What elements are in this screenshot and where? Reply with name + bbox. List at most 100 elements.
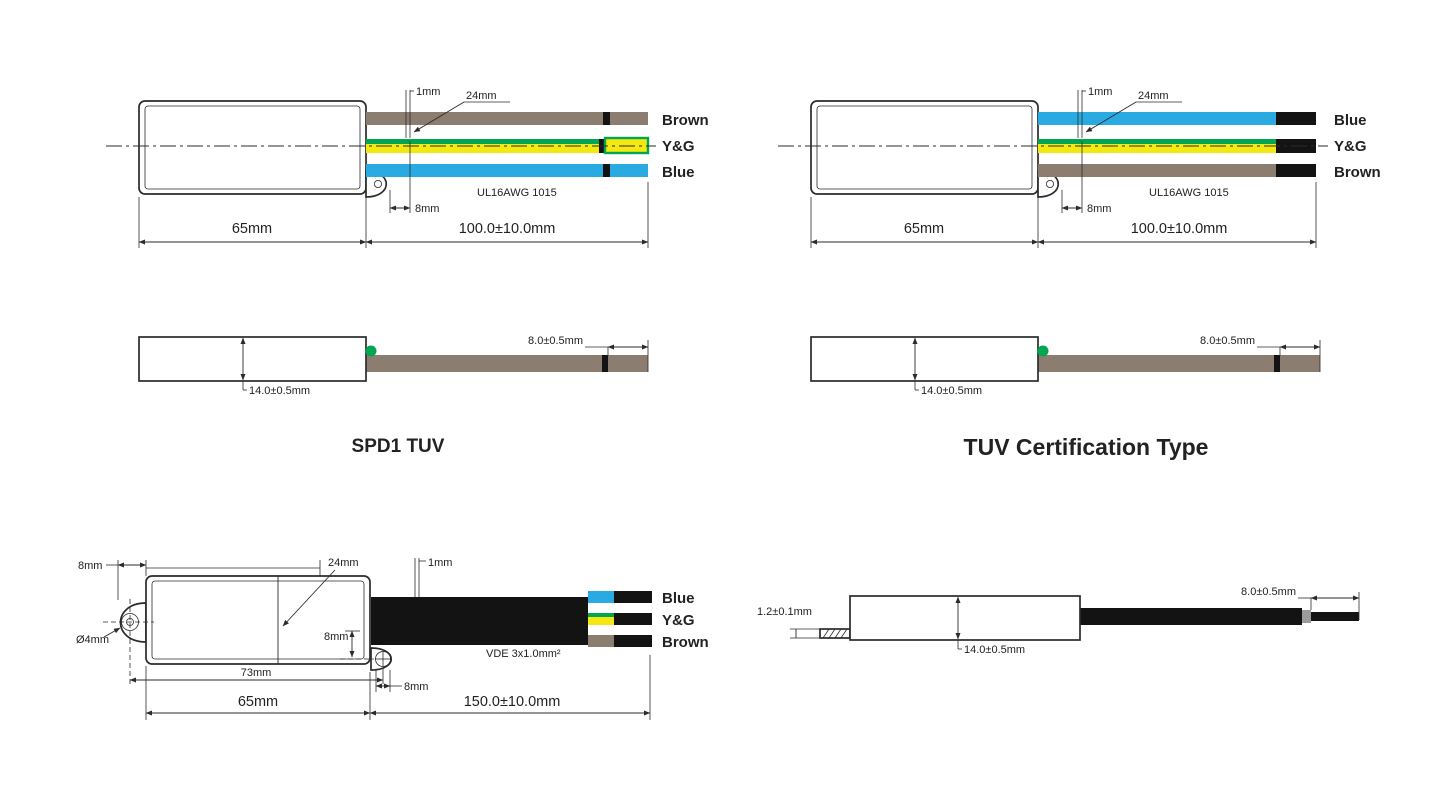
enclosure-body bbox=[810, 100, 1039, 195]
dimensions: 8mm 24mm 1mm Ø4mm 8mm 8mm 73mm bbox=[76, 557, 651, 720]
left-side-view: 14.0±0.5mm 8.0±0.5mm bbox=[138, 335, 649, 397]
indicator-dot bbox=[1037, 345, 1049, 357]
dim-wire-length: 100.0±10.0mm bbox=[459, 221, 556, 237]
wire-spec: UL16AWG 1015 bbox=[477, 187, 557, 199]
wire-brown bbox=[1038, 164, 1276, 177]
enclosure-body bbox=[138, 100, 367, 195]
title-right: TUV Certification Type bbox=[964, 434, 1209, 460]
enclosure-side bbox=[849, 595, 1081, 641]
wire-yg-stripe bbox=[1038, 139, 1276, 144]
wire-label-bottom: Brown bbox=[1334, 164, 1381, 181]
hatch-line bbox=[828, 628, 836, 639]
dim-8mm: 8mm bbox=[415, 203, 439, 215]
enclosure-side bbox=[810, 336, 1039, 382]
dim-24mm: 24mm bbox=[328, 557, 359, 569]
wire-band bbox=[1274, 355, 1280, 372]
dim-height: 14.0±0.5mm bbox=[921, 385, 982, 397]
dim-cable-length: 150.0±10.0mm bbox=[464, 694, 561, 710]
cable-spec: VDE 3x1.0mm² bbox=[486, 648, 561, 660]
wires bbox=[588, 591, 652, 647]
wire-label-bottom: Brown bbox=[662, 634, 709, 651]
mounting-hole bbox=[1046, 179, 1055, 188]
leader-arrow bbox=[413, 101, 465, 133]
wire-blue-band bbox=[603, 164, 610, 177]
wire-label-top: Blue bbox=[662, 590, 695, 607]
wire-label-bottom: Blue bbox=[662, 164, 695, 181]
wire-label-top: Brown bbox=[662, 112, 709, 129]
dimensions: 1mm 24mm 8mm UL16AWG 1015 65mm 100.0±10.… bbox=[138, 86, 649, 248]
wire-band bbox=[602, 355, 608, 372]
cable-jacket bbox=[371, 597, 588, 645]
wire-blue bbox=[1038, 112, 1276, 125]
right-side-view: 14.0±0.5mm 8.0±0.5mm bbox=[810, 335, 1321, 397]
dim-1mm: 1mm bbox=[1088, 86, 1112, 98]
wire-brown-tip bbox=[1276, 164, 1316, 177]
leader-arrow bbox=[1085, 101, 1137, 133]
dim-hole: Ø4mm bbox=[76, 634, 109, 646]
dim-8mm: 8mm bbox=[1087, 203, 1111, 215]
dim-height: 14.0±0.5mm bbox=[964, 644, 1025, 656]
cable-side bbox=[1080, 608, 1302, 625]
dim-thickness: 1.2±0.1mm bbox=[757, 606, 812, 618]
dim-24mm: 24mm bbox=[466, 90, 497, 102]
hatch-line bbox=[840, 628, 848, 639]
wire-yg-stripe bbox=[366, 139, 599, 144]
hatch-line bbox=[834, 628, 842, 639]
wire-labels: Blue Y&G Brown bbox=[1334, 112, 1381, 181]
dim-body-length: 65mm bbox=[232, 221, 272, 237]
mounting-hole bbox=[373, 179, 382, 188]
dim-holes-span: 73mm bbox=[241, 667, 272, 679]
dim-24mm: 24mm bbox=[1138, 90, 1169, 102]
wire-blue-tip bbox=[614, 591, 652, 603]
wire-yg-tip-outline bbox=[603, 136, 650, 155]
title-left: SPD1 TUV bbox=[352, 436, 445, 457]
leader-arrow bbox=[282, 569, 336, 627]
dim-seam-8mm: 8mm bbox=[324, 631, 348, 643]
top-right-front-view: 1mm 24mm 8mm UL16AWG 1015 65mm 100.0±10.… bbox=[778, 86, 1381, 248]
wire-side bbox=[366, 355, 648, 372]
dim-tip: 8.0±0.5mm bbox=[1200, 335, 1255, 347]
wire-yg-stripe bbox=[588, 613, 614, 617]
dim-tip: 8.0±0.5mm bbox=[1241, 586, 1296, 598]
wire-blue-tip bbox=[1276, 112, 1316, 125]
wire-brown-tip bbox=[614, 635, 652, 647]
wire-tip-thin bbox=[1311, 612, 1359, 621]
dim-ear: 8mm bbox=[78, 560, 102, 572]
dim-1mm: 1mm bbox=[428, 557, 452, 569]
enclosure-side bbox=[138, 336, 367, 382]
wire-brown-stub bbox=[588, 635, 614, 647]
dim-1mm: 1mm bbox=[416, 86, 440, 98]
wire-blue bbox=[366, 164, 648, 177]
wire-brown-band bbox=[603, 112, 610, 125]
wire-yg-tip bbox=[614, 613, 652, 625]
enclosure-body bbox=[145, 575, 371, 665]
dim-tip: 8.0±0.5mm bbox=[528, 335, 583, 347]
indicator-dot bbox=[365, 345, 377, 357]
wire-side bbox=[1038, 355, 1320, 372]
wire-label-mid: Y&G bbox=[662, 138, 695, 155]
dim-tab-8mm: 8mm bbox=[404, 681, 428, 693]
enclosure-inner-line bbox=[816, 105, 1033, 190]
mounting-ear-side bbox=[819, 628, 851, 639]
dim-wire-length: 100.0±10.0mm bbox=[1131, 221, 1228, 237]
enclosure-inner-line bbox=[144, 105, 361, 190]
wire-label-mid: Y&G bbox=[1334, 138, 1367, 155]
wire-brown bbox=[366, 112, 648, 125]
dim-height: 14.0±0.5mm bbox=[249, 385, 310, 397]
wire-labels: Brown Y&G Blue bbox=[662, 112, 709, 181]
top-left-front-view: 1mm 24mm 8mm UL16AWG 1015 65mm 100.0±10.… bbox=[106, 86, 709, 248]
cable-strip-band bbox=[1302, 610, 1311, 623]
enclosure-inner-line bbox=[151, 580, 365, 660]
dimensions: 1mm 24mm 8mm UL16AWG 1015 65mm 100.0±10.… bbox=[810, 86, 1317, 248]
dim-body-length: 65mm bbox=[238, 694, 278, 710]
leader-arrow bbox=[103, 627, 121, 638]
wire-spec: UL16AWG 1015 bbox=[1149, 187, 1229, 199]
hatch-line bbox=[822, 628, 830, 639]
bottom-left-front-view: 8mm 24mm 1mm Ø4mm 8mm 8mm 73mm bbox=[76, 557, 709, 720]
wire-labels: Blue Y&G Brown bbox=[662, 590, 709, 651]
ear-hatching bbox=[822, 628, 848, 639]
wire-yg-tip bbox=[605, 138, 648, 153]
wire-label-top: Blue bbox=[1334, 112, 1367, 129]
